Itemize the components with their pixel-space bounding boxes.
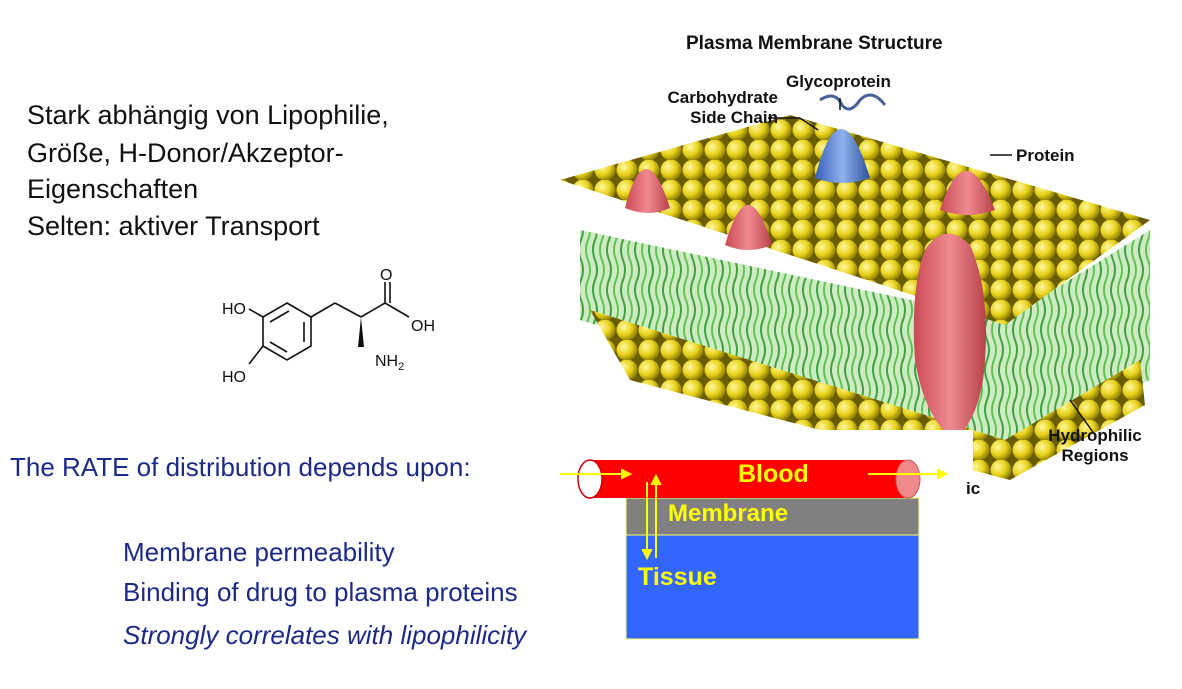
nh2-label: NH2 [375, 353, 404, 373]
glycoprotein-label: Glycoprotein [786, 72, 891, 91]
surface-protein-right [940, 171, 995, 215]
hydrophilic-label-line-2: Regions [1061, 445, 1129, 465]
molecule-structure: HO HO OH O NH2 [222, 267, 435, 386]
ho-top-label: HO [222, 301, 246, 318]
blood-vessel-opening [577, 459, 603, 499]
tissue-block [625, 534, 920, 640]
membrane-figure-title: Plasma Membrane Structure [686, 33, 943, 54]
lipid-tails [580, 230, 1150, 450]
blood-vessel-end [895, 459, 921, 499]
flow-arrows [560, 468, 949, 561]
hydrophilic-regions-label: Hydrophilic Regions [1036, 426, 1154, 465]
intro-line-1: Stark abhängig von Lipophilie, [27, 100, 389, 130]
glycoprotein-shape [815, 129, 870, 183]
blood-label: Blood [738, 460, 809, 488]
rate-note-lipophilicity: Strongly correlates with lipophilicity [123, 620, 527, 650]
surface-protein-center [725, 205, 772, 250]
blood-vessel [590, 460, 908, 498]
ho-bottom-label: HO [222, 369, 246, 386]
membrane-illustration [560, 93, 1150, 480]
surface-protein-left [625, 169, 670, 213]
wedge-bond [358, 317, 364, 347]
outer-leaflet-heads [560, 115, 1150, 325]
carbohydrate-chain [819, 93, 887, 111]
distribution-flow-diagram [560, 459, 949, 640]
intro-line-2: Größe, H-Donor/Akzeptor- [27, 138, 344, 168]
o-label: O [380, 267, 392, 284]
tissue-label: Tissue [638, 563, 717, 591]
oh-label: OH [411, 318, 435, 335]
rate-item-protein-binding: Binding of drug to plasma proteins [123, 577, 518, 607]
carbohydrate-label-line-2: Side Chain [690, 107, 778, 127]
membrane-block [625, 497, 920, 536]
rate-heading: The RATE of distribution depends upon: [10, 452, 471, 482]
rate-item-permeability: Membrane permeability [123, 537, 395, 567]
intro-line-4: Selten: aktiver Transport [27, 211, 320, 241]
hydrophilic-label-line-1: Hydrophilic [1048, 426, 1142, 445]
carbohydrate-label: Carbohydrate Side Chain [650, 88, 778, 127]
transmembrane-protein [913, 233, 986, 440]
inner-leaflet-heads [590, 310, 1145, 480]
molecule-bonds [248, 282, 410, 365]
label-leaders [768, 98, 1096, 436]
membrane-label: Membrane [668, 500, 789, 527]
carbohydrate-label-line-1: Carbohydrate [667, 88, 778, 107]
protein-label: Protein [1016, 146, 1075, 165]
intro-line-3: Eigenschaften [27, 174, 199, 204]
partial-label-fragment: ic [966, 479, 981, 498]
